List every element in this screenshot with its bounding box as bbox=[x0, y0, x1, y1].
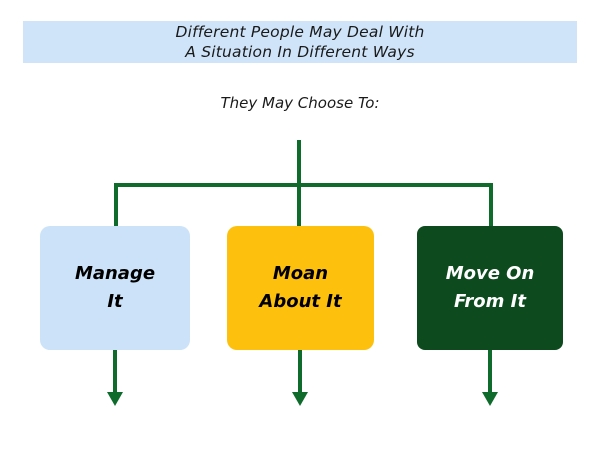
down-arrow-shaft-right bbox=[488, 350, 492, 392]
option-box-move-on-from-it: Move On From It bbox=[417, 226, 563, 350]
option-label-line: Moan bbox=[272, 263, 329, 284]
connector-right-vertical bbox=[489, 183, 493, 227]
option-label-line: About It bbox=[259, 291, 342, 312]
down-arrow-shaft-left bbox=[113, 350, 117, 392]
down-arrow-shaft-center bbox=[298, 350, 302, 392]
subtitle: They May Choose To: bbox=[220, 94, 380, 112]
connector-horizontal-branch bbox=[114, 183, 493, 187]
option-label-line: It bbox=[107, 291, 123, 312]
option-label-line: Move On bbox=[445, 263, 535, 284]
title-line-2: A Situation In Different Ways bbox=[185, 43, 415, 61]
option-label-line: Manage bbox=[74, 263, 156, 284]
down-arrow-head-left-icon bbox=[107, 392, 123, 406]
option-label-line: From It bbox=[454, 291, 526, 312]
down-arrow-head-right-icon bbox=[482, 392, 498, 406]
title-line-1: Different People May Deal With bbox=[175, 23, 425, 41]
down-arrow-head-center-icon bbox=[292, 392, 308, 406]
connector-left-vertical bbox=[114, 183, 118, 227]
option-box-manage-it: Manage It bbox=[40, 226, 190, 350]
title-banner: Different People May Deal With A Situati… bbox=[23, 21, 577, 63]
option-box-moan-about-it: Moan About It bbox=[227, 226, 374, 350]
